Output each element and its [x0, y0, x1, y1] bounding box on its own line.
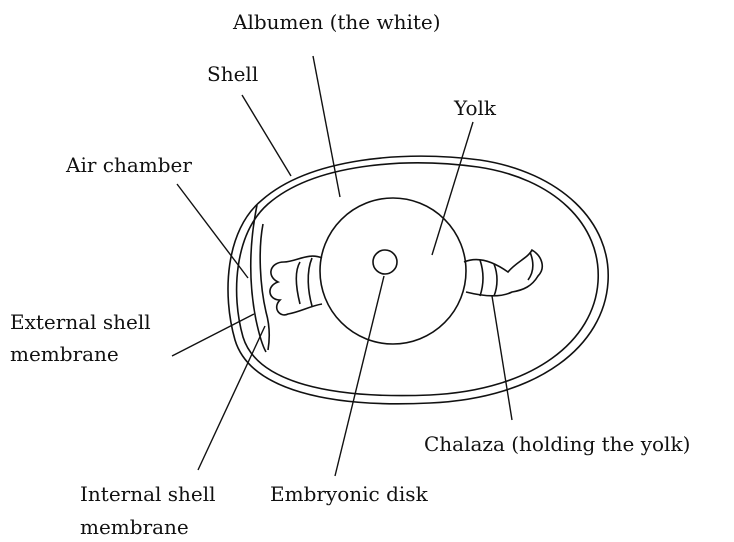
- label-albumen: Albumen (the white): [233, 8, 441, 36]
- leader-embryonic-disk: [335, 276, 384, 476]
- leader-internal-membrane: [198, 326, 265, 470]
- leader-shell: [242, 95, 291, 176]
- leader-yolk: [432, 122, 473, 255]
- embryonic-disk-circle: [373, 250, 397, 274]
- internal-membrane-edge: [260, 224, 269, 350]
- label-chalaza: Chalaza (holding the yolk): [424, 430, 690, 458]
- label-air-chamber: Air chamber: [66, 151, 192, 179]
- chalaza-left-coils: [296, 258, 312, 306]
- label-external-membrane-line2: membrane: [10, 340, 119, 368]
- label-yolk: Yolk: [454, 94, 496, 122]
- label-internal-membrane-line2: membrane: [80, 513, 189, 541]
- leader-chalaza: [492, 296, 512, 420]
- leader-air-chamber: [177, 184, 248, 278]
- label-embryonic-disk: Embryonic disk: [270, 480, 428, 508]
- shell-inner-outline: [237, 163, 599, 396]
- chalaza-right: [464, 250, 542, 296]
- label-external-membrane-line1: External shell: [10, 308, 151, 336]
- leader-albumen: [313, 56, 340, 197]
- label-shell: Shell: [207, 60, 258, 88]
- label-internal-membrane-line1: Internal shell: [80, 480, 216, 508]
